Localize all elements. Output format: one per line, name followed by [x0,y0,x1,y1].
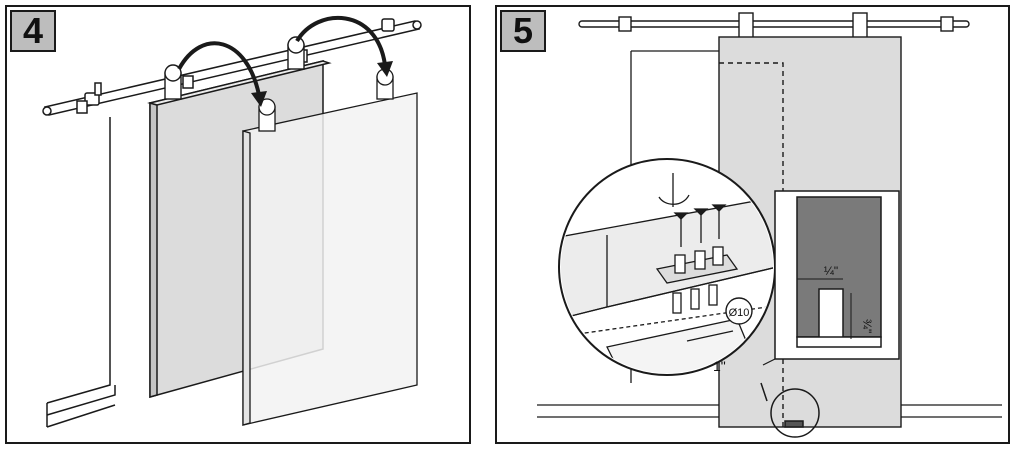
step-5-panel: 5 [495,5,1010,444]
bottom-gap-label: ¾" [860,319,874,333]
side-gap-label: ¼" [824,264,838,278]
door-being-hung [242,68,418,426]
door-hangers [164,36,305,100]
floor-guide-illustration: 1" Ø10 ¼" ¾" [537,12,1002,438]
step-number-badge: 5 [500,10,546,52]
offset-label: 1" [713,358,726,374]
step-4-panel: 4 [5,5,471,444]
track-rail [578,12,970,40]
clearance-detail [762,190,900,366]
floor-guide-callout [760,382,820,438]
arrow-heads [251,61,393,107]
step-number-badge: 4 [10,10,56,52]
magnified-detail: 1" [558,158,776,376]
lift-arrows [177,16,387,96]
hole-diameter-label: Ø10 [729,307,750,319]
door-hanging-illustration [42,16,422,428]
hole-diameter-callout: Ø10 [725,297,753,325]
wall-opening [46,117,116,428]
